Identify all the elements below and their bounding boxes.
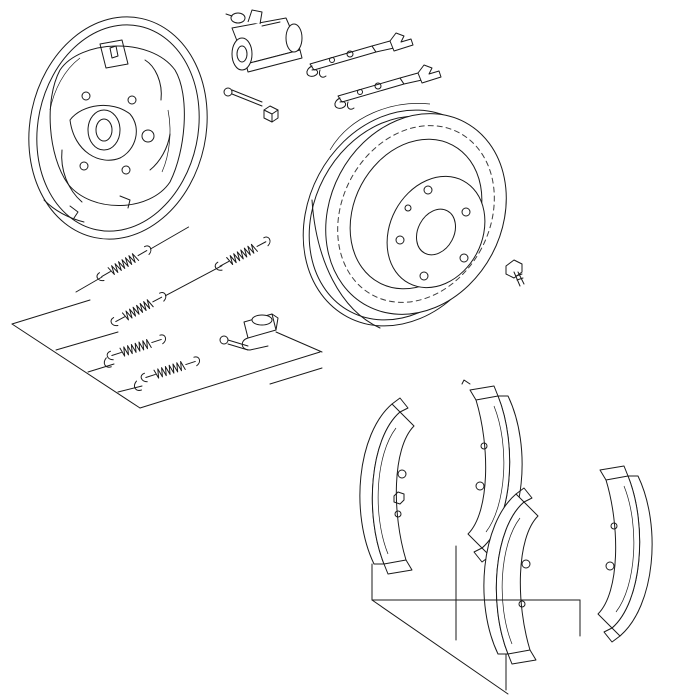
wheel-cylinder-icon bbox=[226, 10, 302, 72]
hold-down-pin-icon bbox=[220, 314, 278, 350]
adjuster-strut-icon bbox=[306, 32, 442, 110]
screw-icon bbox=[506, 260, 524, 286]
brake-shoe-icon bbox=[359, 380, 653, 665]
spring-kit-leaders bbox=[12, 300, 322, 408]
brake-drum-icon bbox=[266, 76, 541, 360]
brake-backing-plate-icon bbox=[9, 0, 228, 256]
bolt-icon bbox=[224, 88, 278, 122]
coil-spring-icon bbox=[74, 223, 273, 392]
shoe-set-leaders bbox=[372, 546, 580, 694]
